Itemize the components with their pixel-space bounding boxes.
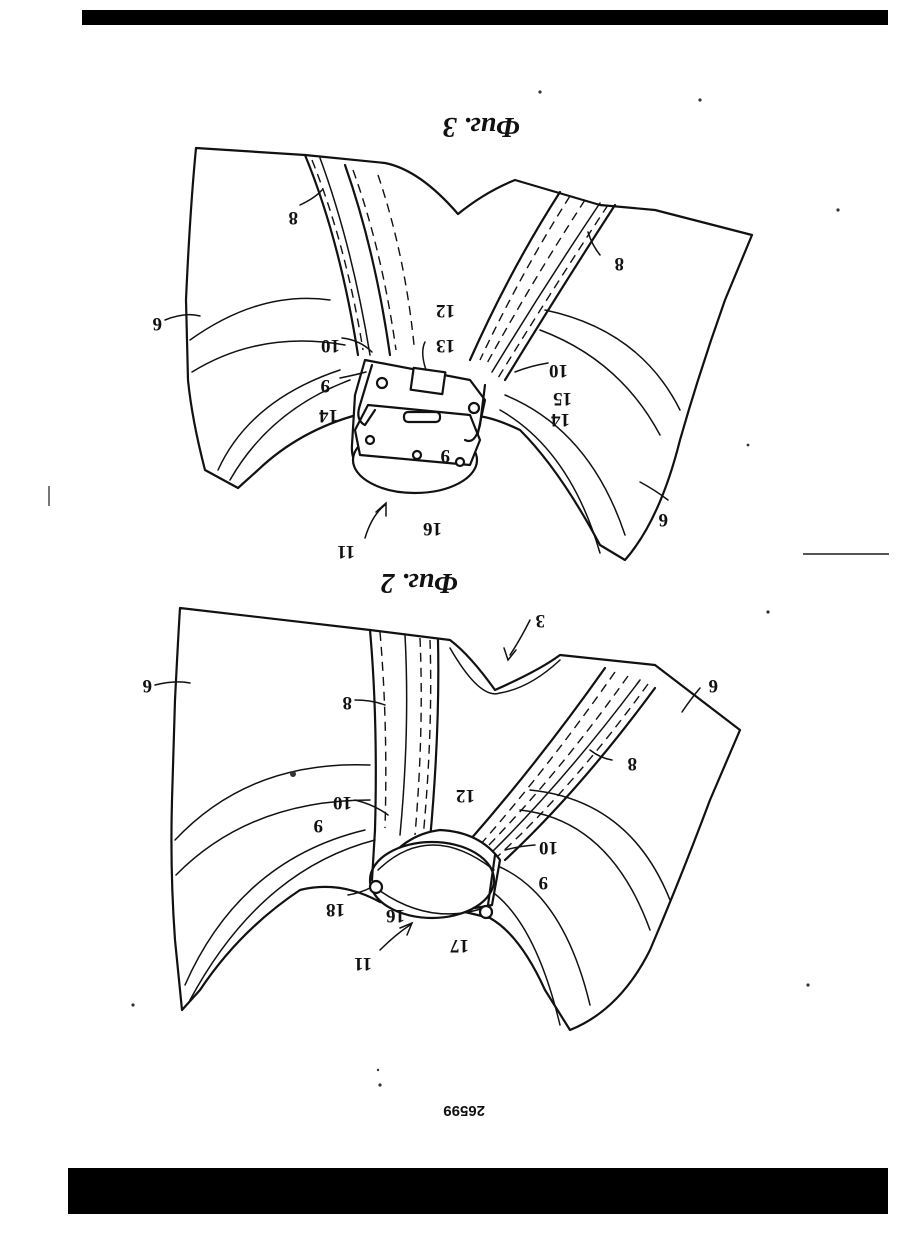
strap-left-edge xyxy=(320,158,370,355)
buckle-socket xyxy=(411,368,446,394)
strap-stitch xyxy=(353,170,396,350)
buckle-slot xyxy=(404,412,440,422)
figure-caption: Фиг. 2 xyxy=(381,567,458,598)
label-strap: 8 xyxy=(289,207,299,228)
collar-seam xyxy=(190,840,375,1000)
rivet xyxy=(456,458,464,466)
label-strap: 8 xyxy=(615,253,625,274)
label-pin: 14 xyxy=(551,409,571,430)
strap-stitch xyxy=(498,684,648,856)
label-sleeve: 10 xyxy=(321,335,340,356)
rivet xyxy=(413,451,421,459)
rivet xyxy=(469,403,479,413)
label-strap: 8 xyxy=(343,692,353,713)
rivet xyxy=(366,436,374,444)
strap-right xyxy=(505,205,615,380)
label-slot: 15 xyxy=(553,388,572,409)
hinge xyxy=(480,906,492,918)
scan-speck xyxy=(747,444,750,447)
figure-3: Фиг. 3 xyxy=(153,111,753,562)
leader-line xyxy=(423,342,426,370)
label-sleeve: 10 xyxy=(333,792,352,813)
label-buckle: 11 xyxy=(337,541,355,562)
strap-stitch xyxy=(486,200,585,365)
label-strap: 8 xyxy=(628,753,638,774)
strap-right-edge xyxy=(492,680,640,852)
label-collar: 6 xyxy=(709,675,719,696)
label-collar: 6 xyxy=(659,509,669,530)
rivet xyxy=(377,378,387,388)
strap-stitch xyxy=(415,638,421,835)
label-loop: 9 xyxy=(314,815,324,836)
label-hinge: 17 xyxy=(450,935,470,956)
scan-speck xyxy=(378,1083,381,1086)
strap-right-edge xyxy=(492,203,600,372)
label-body: 3 xyxy=(536,610,546,631)
leader-line xyxy=(515,363,548,372)
label-hinge: 18 xyxy=(326,899,345,920)
page-number: 26599 xyxy=(443,1102,485,1119)
collar-seam xyxy=(500,410,600,553)
scan-speck xyxy=(806,983,809,986)
scan-speck xyxy=(698,98,701,101)
label-collar: 6 xyxy=(153,313,163,334)
figure-2: Фиг. 2 xyxy=(143,567,741,1030)
label-loop: 9 xyxy=(321,375,331,396)
figure-caption: Фиг. 3 xyxy=(443,111,520,142)
label-collar: 6 xyxy=(143,675,153,696)
leader-line xyxy=(155,682,190,685)
scan-speck xyxy=(538,90,541,93)
strap-left xyxy=(370,630,376,830)
label-socket: 13 xyxy=(436,335,455,356)
collar-outline xyxy=(186,148,752,560)
label-cover: 16 xyxy=(423,518,442,539)
collar-seam xyxy=(520,810,650,930)
scan-speck xyxy=(377,1069,379,1071)
label-sleeve: 10 xyxy=(539,837,558,858)
scan-speck xyxy=(836,208,839,211)
label-loop: 9 xyxy=(441,445,451,466)
label-buckle: 11 xyxy=(354,953,372,974)
label-base: 12 xyxy=(456,785,475,806)
label-cover: 16 xyxy=(386,905,405,926)
strap-stitch xyxy=(380,632,386,828)
leader-line xyxy=(355,800,388,815)
strap-stitch xyxy=(423,640,431,838)
scan-speck xyxy=(131,1003,134,1006)
label-pin: 14 xyxy=(319,405,339,426)
label-loop: 9 xyxy=(539,872,549,893)
leader-line xyxy=(365,505,385,538)
strap-left-edge xyxy=(400,635,407,835)
leader-line xyxy=(380,925,410,950)
label-base: 12 xyxy=(436,300,455,321)
hinge xyxy=(370,881,382,893)
leader-line xyxy=(355,700,385,705)
scan-speck xyxy=(766,610,769,613)
scan-speck xyxy=(290,771,296,777)
collar-outline xyxy=(171,608,740,1030)
leader-line xyxy=(510,620,530,655)
label-sleeve: 10 xyxy=(549,360,568,381)
collar-seam xyxy=(190,298,330,340)
collar-seam xyxy=(230,380,350,480)
strap-stitch xyxy=(486,676,628,848)
leader-line xyxy=(165,315,200,320)
